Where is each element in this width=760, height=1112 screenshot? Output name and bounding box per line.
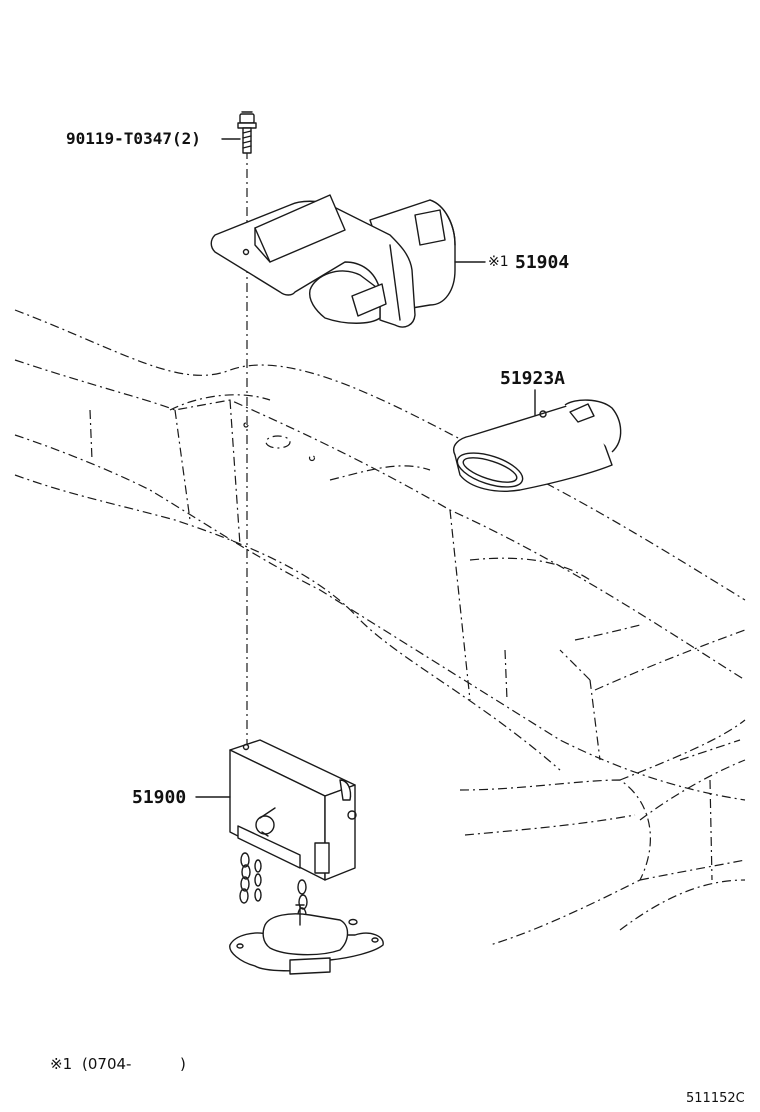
hanger-part [210,194,456,328]
footnote-close: ) [180,1055,186,1073]
carrier-part-number: 51900 [132,787,187,808]
hanger-part-number: 51904 [515,252,570,273]
footnote-text: (0704- [82,1055,132,1073]
diagram-code: 511152C [686,1091,745,1106]
hanger-note-mark: ※1 [488,254,509,270]
plug-part [453,399,622,492]
bolt-part-number: 90119-T0347(2) [66,129,201,148]
carrier-part [229,739,384,975]
footnote-mark: ※1 [50,1055,73,1073]
frame-crossmember [14,309,746,946]
plug-part-number: 51923A [500,368,566,389]
bolt-part [237,111,257,154]
